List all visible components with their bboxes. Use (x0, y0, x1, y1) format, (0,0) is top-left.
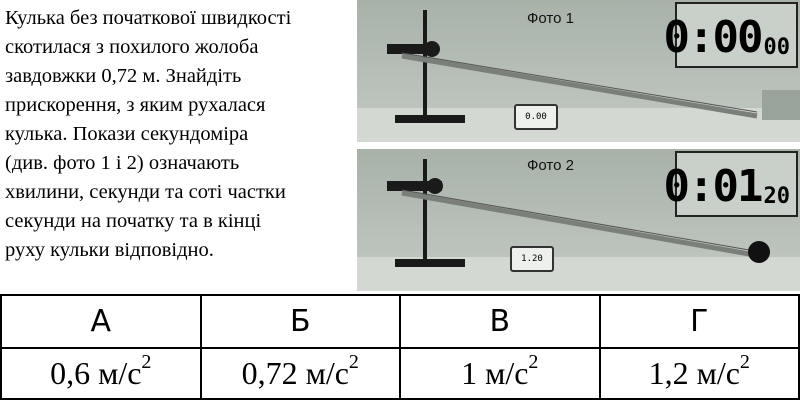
stopwatch-hundredths: 20 (763, 184, 791, 209)
answer-letter-v: В (399, 293, 601, 350)
photo-1: 0.00 Фото 1 0:00 00 (357, 0, 800, 142)
answer-value-g[interactable]: 1,2 м/с2 (598, 347, 800, 400)
photo-2: 1.20 Фото 2 0:01 20 (357, 149, 800, 291)
unit-exponent: 2 (528, 351, 539, 374)
answer-letter-b: Б (199, 293, 401, 350)
answer-value-text: 1 м/с (461, 355, 529, 391)
answer-options-table: А Б В Г 0,6 м/с2 0,72 м/с2 1 м/с2 1,2 м/… (0, 293, 800, 400)
stopwatch-main-digits: 0:01 (663, 161, 764, 212)
ball (748, 241, 770, 263)
incline-setup-illustration (357, 159, 800, 291)
stopwatch-main-digits: 0:00 (663, 12, 764, 63)
answer-value-text: 0,72 м/с (241, 355, 349, 391)
answer-values-row: 0,6 м/с2 0,72 м/с2 1 м/с2 1,2 м/с2 (0, 347, 800, 400)
answer-value-b[interactable]: 0,72 м/с2 (199, 347, 401, 400)
unit-exponent: 2 (739, 351, 750, 374)
small-stopwatch: 1.20 (510, 246, 554, 272)
answer-letters-row: А Б В Г (0, 293, 800, 350)
stopwatch-display-1: 0:00 00 (664, 2, 798, 68)
answer-value-text: 0,6 м/с (50, 355, 142, 391)
problem-statement: Кулька без початкової швидкості скотилас… (5, 7, 292, 261)
answer-value-v[interactable]: 1 м/с2 (399, 347, 601, 400)
answer-letter-g: Г (598, 293, 800, 350)
stopwatch-hundredths: 00 (763, 35, 791, 60)
answer-value-text: 1,2 м/с (648, 355, 740, 391)
photo-1-caption: Фото 1 (527, 10, 574, 27)
stopwatch-display-2: 0:01 20 (664, 151, 798, 217)
small-stopwatch: 0.00 (514, 104, 558, 130)
answer-value-a[interactable]: 0,6 м/с2 (0, 347, 202, 400)
answer-letter-a: А (0, 293, 202, 350)
unit-exponent: 2 (141, 351, 152, 374)
incline-setup-illustration (357, 10, 800, 142)
unit-exponent: 2 (348, 351, 359, 374)
photo-2-caption: Фото 2 (527, 157, 574, 174)
